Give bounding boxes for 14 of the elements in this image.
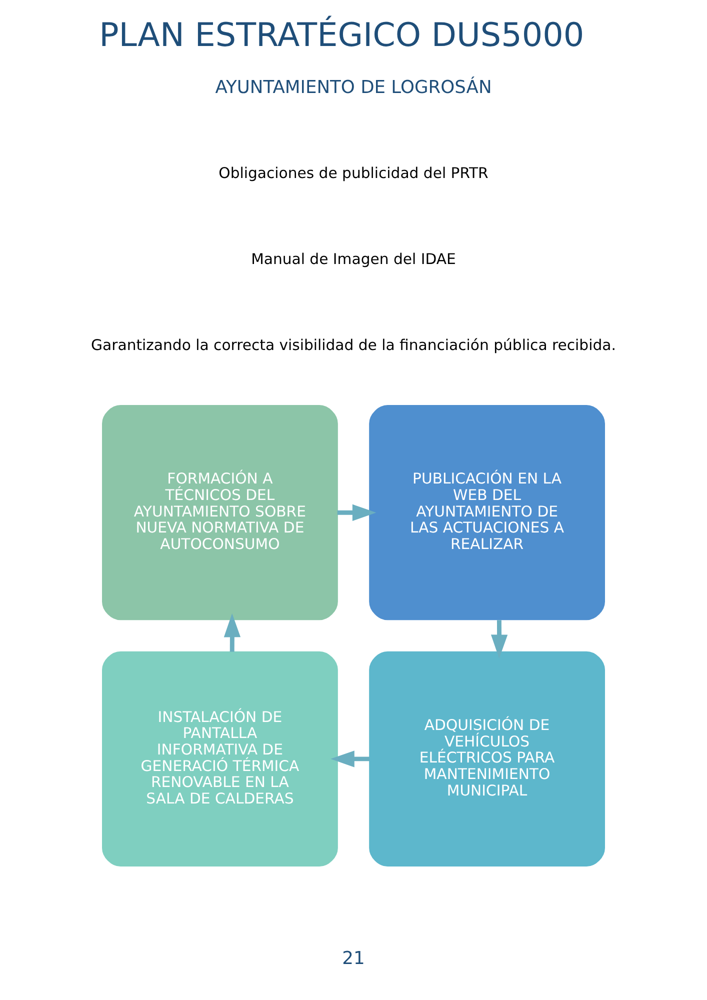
label: AYUNTAMIENTO DE LOGROSÁN [215, 76, 492, 98]
arrow [224, 613, 241, 652]
node-box: INSTALACIÓN DE PANTALLA INFORMATIVA DE GENERACIÓ TÉRMICA RENOVABLE EN LA SALA DE CALDERAS [102, 651, 338, 866]
diagram-title: PLAN ESTRATÉGICO DUS5000 [99, 16, 584, 54]
node-box: PUBLICACIÓN EN LA WEB DEL AYUNTAMIENTO DE LAS ACTUACIONES A REALIZAR [369, 405, 605, 620]
arrow [337, 504, 376, 521]
label: 21 [342, 948, 365, 969]
node-box: FORMACIÓN A TÉCNICOS DEL AYUNTAMIENTO SOBRE NUEVA NORMATIVA DE AUTOCONSUMO [102, 405, 338, 620]
node-box: ADQUISICIÓN DE VEHÍCULOS ELÉCTRICOS PARA MANTENIMIENTO MUNICIPAL [369, 651, 605, 866]
label: Garantizando la correcta visibilidad de la financiación pública recibida. [91, 337, 616, 354]
label: Obligaciones de publicidad del PRTR [218, 165, 488, 182]
label: Manual de Imagen del IDAE [251, 251, 456, 268]
arrow [330, 750, 370, 768]
arrow [490, 620, 508, 658]
